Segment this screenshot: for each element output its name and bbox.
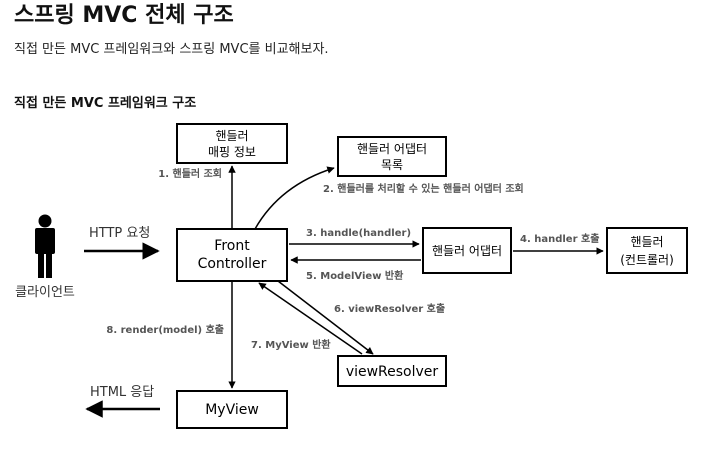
step7-arrow — [258, 282, 363, 355]
adapter-list-line2: 목록 — [381, 158, 403, 172]
front-controller-line2: Controller — [198, 256, 267, 272]
handler-line1: 핸들러 — [630, 234, 663, 249]
handler-mapping-line1: 핸들러 — [215, 128, 248, 143]
step8-label: 8. render(model) 호출 — [106, 323, 224, 336]
http-request-label: HTTP 요청 — [89, 226, 150, 241]
step5-label: 5. ModelView 반환 — [306, 269, 404, 282]
handler-adapter-label: 핸들러 어댑터 — [432, 243, 502, 258]
step2-label: 2. 핸들러를 처리할 수 있는 핸들러 어댑터 조회 — [323, 182, 524, 195]
http-response-label: HTML 응답 — [90, 385, 154, 400]
client-label: 클라이언트 — [15, 285, 75, 300]
adapter-list-box: 핸들러 어댑터 목록 — [337, 136, 447, 177]
step3-label: 3. handle(handler) — [306, 228, 411, 239]
front-controller-line1: Front — [214, 238, 250, 254]
view-resolver-label: viewResolver — [346, 364, 439, 380]
step2-arrow — [254, 166, 335, 230]
section-title: 직접 만든 MVC 프레임워크 구조 — [14, 96, 197, 111]
step1-label: 1. 핸들러 조회 — [158, 167, 222, 180]
page-description: 직접 만든 MVC 프레임워크와 스프링 MVC를 비교해보자. — [14, 42, 329, 57]
handler-mapping-box: 핸들러 매핑 정보 — [176, 123, 288, 164]
view-resolver-box: viewResolver — [337, 355, 447, 387]
handler-adapter-box: 핸들러 어댑터 — [422, 227, 512, 274]
front-controller-box: Front Controller — [176, 228, 288, 282]
adapter-list-line1: 핸들러 어댑터 — [357, 141, 427, 156]
step4-label: 4. handler 호출 — [520, 232, 599, 245]
client-person-icon — [35, 214, 55, 278]
step7-label: 7. MyView 반환 — [251, 338, 331, 351]
step6-label: 6. viewResolver 호출 — [334, 302, 445, 315]
my-view-label: MyView — [205, 402, 259, 418]
handler-line2: (컨트롤러) — [620, 253, 674, 267]
my-view-box: MyView — [176, 390, 288, 429]
handler-mapping-line2: 매핑 정보 — [208, 145, 256, 159]
page-title: 스프링 MVC 전체 구조 — [14, 3, 234, 28]
handler-box: 핸들러 (컨트롤러) — [606, 227, 688, 274]
step6-arrow — [277, 280, 374, 355]
